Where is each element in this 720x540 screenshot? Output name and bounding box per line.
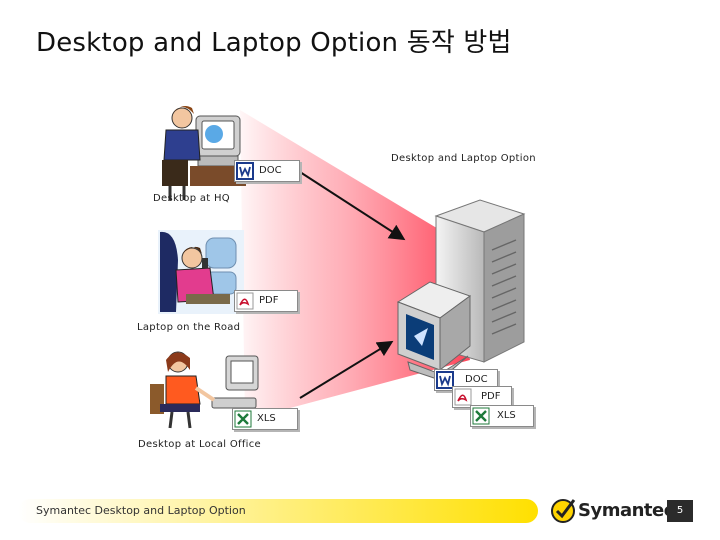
page-number: 5 xyxy=(667,500,693,522)
local-xls-file: XLS xyxy=(232,408,298,430)
server-xls-file: XLS xyxy=(470,405,534,427)
local-worker-icon xyxy=(150,351,259,429)
hq-worker-icon xyxy=(162,106,246,200)
file-label: DOC xyxy=(259,165,282,176)
laptop-pdf-file: PDF xyxy=(234,290,298,312)
file-label: XLS xyxy=(497,410,516,421)
arrow-hq-to-server xyxy=(299,171,406,241)
file-label: DOC xyxy=(465,374,488,385)
hq-doc-file: DOC xyxy=(234,160,300,182)
laptop-traveler-icon xyxy=(158,230,244,314)
slide-title: Desktop and Laptop Option 동작 방법 xyxy=(36,28,512,58)
server-tower-icon xyxy=(434,199,526,363)
file-label: PDF xyxy=(481,391,501,402)
server-caption: Desktop and Laptop Option xyxy=(391,153,536,164)
excel-icon xyxy=(472,407,490,425)
footer-text: Symantec Desktop and Laptop Option xyxy=(36,504,246,517)
pdf-icon xyxy=(454,388,472,406)
server-pdf-file: PDF xyxy=(452,386,512,408)
file-label: PDF xyxy=(259,295,279,306)
server-doc-file: DOC xyxy=(434,369,498,391)
server-monitor-icon xyxy=(396,281,472,381)
footer-bar xyxy=(18,499,538,523)
symantec-logo-text: Symantec. xyxy=(578,500,681,521)
arrow-local-to-server xyxy=(299,340,394,399)
word-doc-icon xyxy=(436,371,454,389)
symantec-check-logo-icon xyxy=(551,499,576,523)
excel-icon xyxy=(234,410,252,428)
file-label: XLS xyxy=(257,413,276,424)
local-office-caption: Desktop at Local Office xyxy=(138,439,261,450)
word-doc-icon xyxy=(236,162,254,180)
laptop-caption: Laptop on the Road xyxy=(137,322,241,333)
pdf-icon xyxy=(236,292,254,310)
desktop-hq-caption: Desktop at HQ xyxy=(153,193,230,204)
